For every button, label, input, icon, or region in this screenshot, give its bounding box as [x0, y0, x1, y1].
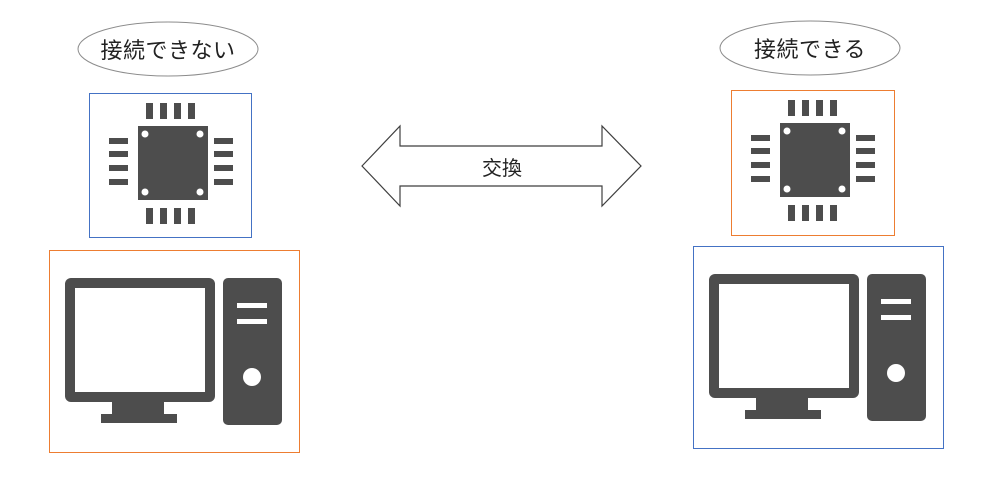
- left-label-bubble: 接続できない: [76, 20, 260, 78]
- right-label-bubble: 接続できる: [718, 19, 902, 77]
- desktop-computer-icon: [65, 278, 282, 425]
- chip-icon: [109, 103, 233, 224]
- bubble-ellipse: [77, 21, 259, 77]
- chip-icon: [751, 100, 875, 221]
- right-chip-frame: [731, 90, 895, 236]
- double-arrow-icon: [361, 124, 642, 208]
- left-label-text: 接続できない: [100, 39, 236, 64]
- exchange-label: 交換: [482, 155, 522, 180]
- bubble-ellipse: [719, 20, 901, 76]
- right-pc-frame: [693, 246, 944, 449]
- right-label-text: 接続できる: [753, 38, 867, 63]
- desktop-computer-icon: [709, 274, 926, 421]
- left-pc-frame: [49, 250, 300, 453]
- left-chip-frame: [89, 93, 252, 238]
- exchange-arrow: 交換: [361, 124, 643, 208]
